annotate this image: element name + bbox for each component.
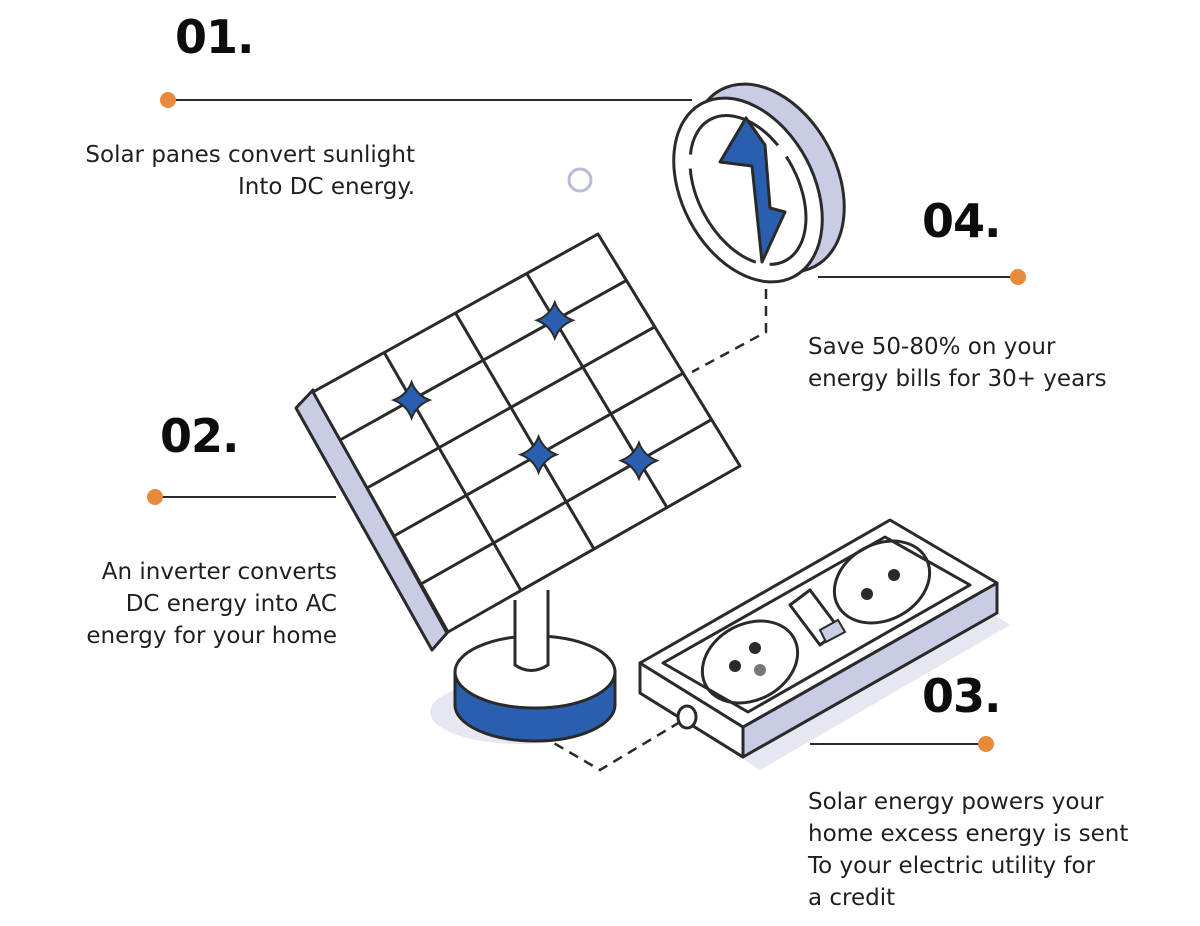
desc-line: a credit	[808, 885, 896, 911]
step-description-03: Solar energy powers your home excess ene…	[808, 786, 1128, 914]
socket-2	[832, 539, 932, 625]
lightning-bolt-icon	[718, 116, 787, 264]
desc-line: energy for your home	[86, 623, 337, 649]
desc-line: An inverter converts	[101, 559, 337, 585]
socket-1	[700, 619, 800, 705]
marker-dot-04	[1010, 269, 1026, 285]
desc-line: Into DC energy.	[237, 174, 415, 200]
connector-03	[810, 736, 994, 752]
connector-01	[160, 92, 692, 108]
step-description-04: Save 50-80% on your energy bills for 30+…	[808, 331, 1107, 395]
connector-02	[147, 489, 336, 505]
plug-port-icon	[676, 704, 698, 730]
desc-line: DC energy into AC	[125, 591, 337, 617]
step-description-01: Solar panes convert sunlight Into DC ene…	[85, 139, 415, 203]
connector-04	[818, 269, 1026, 285]
wire-coin-panel	[691, 272, 768, 374]
step-number-02: 02.	[160, 409, 239, 463]
sparkle-icon	[618, 439, 660, 482]
desc-line: energy bills for 30+ years	[808, 366, 1107, 392]
desc-line: Save 50-80% on your	[808, 334, 1056, 360]
power-strip-icon	[638, 518, 999, 759]
energy-coin-icon	[672, 82, 846, 284]
decor-circle-icon	[567, 167, 593, 193]
step-description-02: An inverter converts DC energy into AC e…	[86, 556, 337, 652]
desc-line: Solar panes convert sunlight	[85, 142, 415, 168]
step-number-04: 04.	[922, 194, 1001, 248]
wire-base-strip	[539, 720, 681, 772]
sparkle-icon	[534, 299, 576, 342]
solar-panel-icon	[294, 232, 742, 652]
panel-stand	[453, 590, 617, 743]
marker-dot-03	[978, 736, 994, 752]
desc-line: Solar energy powers your	[808, 789, 1104, 815]
desc-line: home excess energy is sent	[808, 821, 1129, 847]
marker-dot-01	[160, 92, 176, 108]
desc-line: To your electric utility for	[808, 853, 1096, 879]
step-number-01: 01.	[175, 10, 254, 64]
sparkle-icon	[390, 379, 433, 421]
marker-dot-02	[147, 489, 163, 505]
step-number-03: 03.	[922, 669, 1001, 723]
sparkle-icon	[517, 433, 560, 476]
